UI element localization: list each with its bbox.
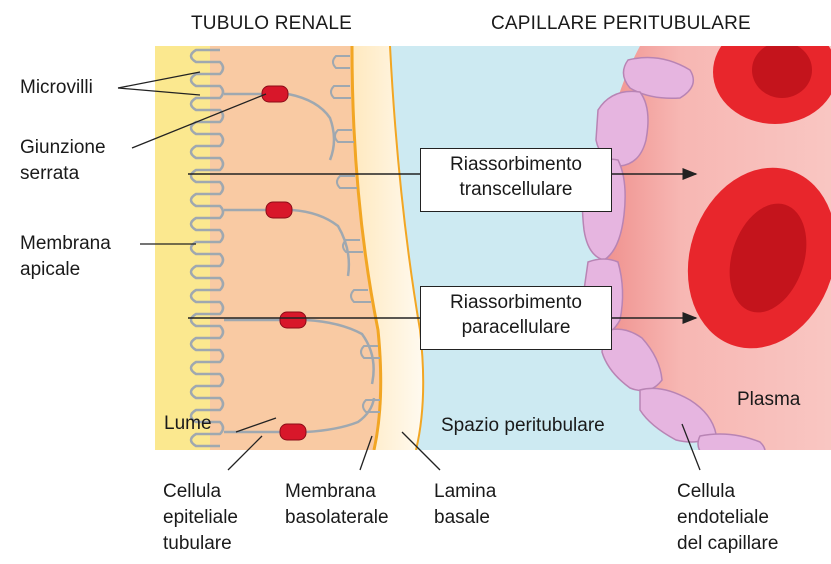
tubule-header: TUBULO RENALE [191, 12, 352, 36]
basolateral-membrane-label-line2: basolaterale [285, 506, 389, 530]
paracellular-line1: Riassorbimento [429, 290, 603, 315]
paracellular-line2: paracellulare [429, 315, 603, 340]
paracellular-reabsorption-box: Riassorbimento paracellulare [420, 286, 612, 350]
epithelial-cell-label-line2: epiteliale [163, 506, 238, 530]
endothelial-cell-label-line3: del capillare [677, 532, 778, 556]
tight-junction-label-line1: Giunzione [20, 136, 106, 160]
basolateral-membrane-label-line1: Membrana [285, 480, 376, 504]
epithelial-cell-label-line1: Cellula [163, 480, 221, 504]
peritubular-space-label: Spazio peritubulare [441, 414, 605, 438]
plasma-label: Plasma [737, 388, 800, 412]
lamina-basale-label-line1: Lamina [434, 480, 496, 504]
lamina-basale-label-line2: basale [434, 506, 490, 530]
transcellular-reabsorption-box: Riassorbimento transcellulare [420, 148, 612, 212]
epithelial-cell-label-line3: tubulare [163, 532, 232, 556]
endothelial-cell-label-line1: Cellula [677, 480, 735, 504]
apical-membrane-label-line1: Membrana [20, 232, 111, 256]
tight-junction-label-line2: serrata [20, 162, 79, 186]
lumen-region [155, 46, 215, 450]
lumen-label: Lume [164, 412, 212, 436]
microvilli-label: Microvilli [20, 76, 93, 100]
endothelial-cell-label-line2: endoteliale [677, 506, 769, 530]
transcellular-line1: Riassorbimento [429, 152, 603, 177]
capillary-header: CAPILLARE PERITUBULARE [491, 12, 751, 36]
transcellular-line2: transcellulare [429, 177, 603, 202]
apical-membrane-label-line2: apicale [20, 258, 80, 282]
